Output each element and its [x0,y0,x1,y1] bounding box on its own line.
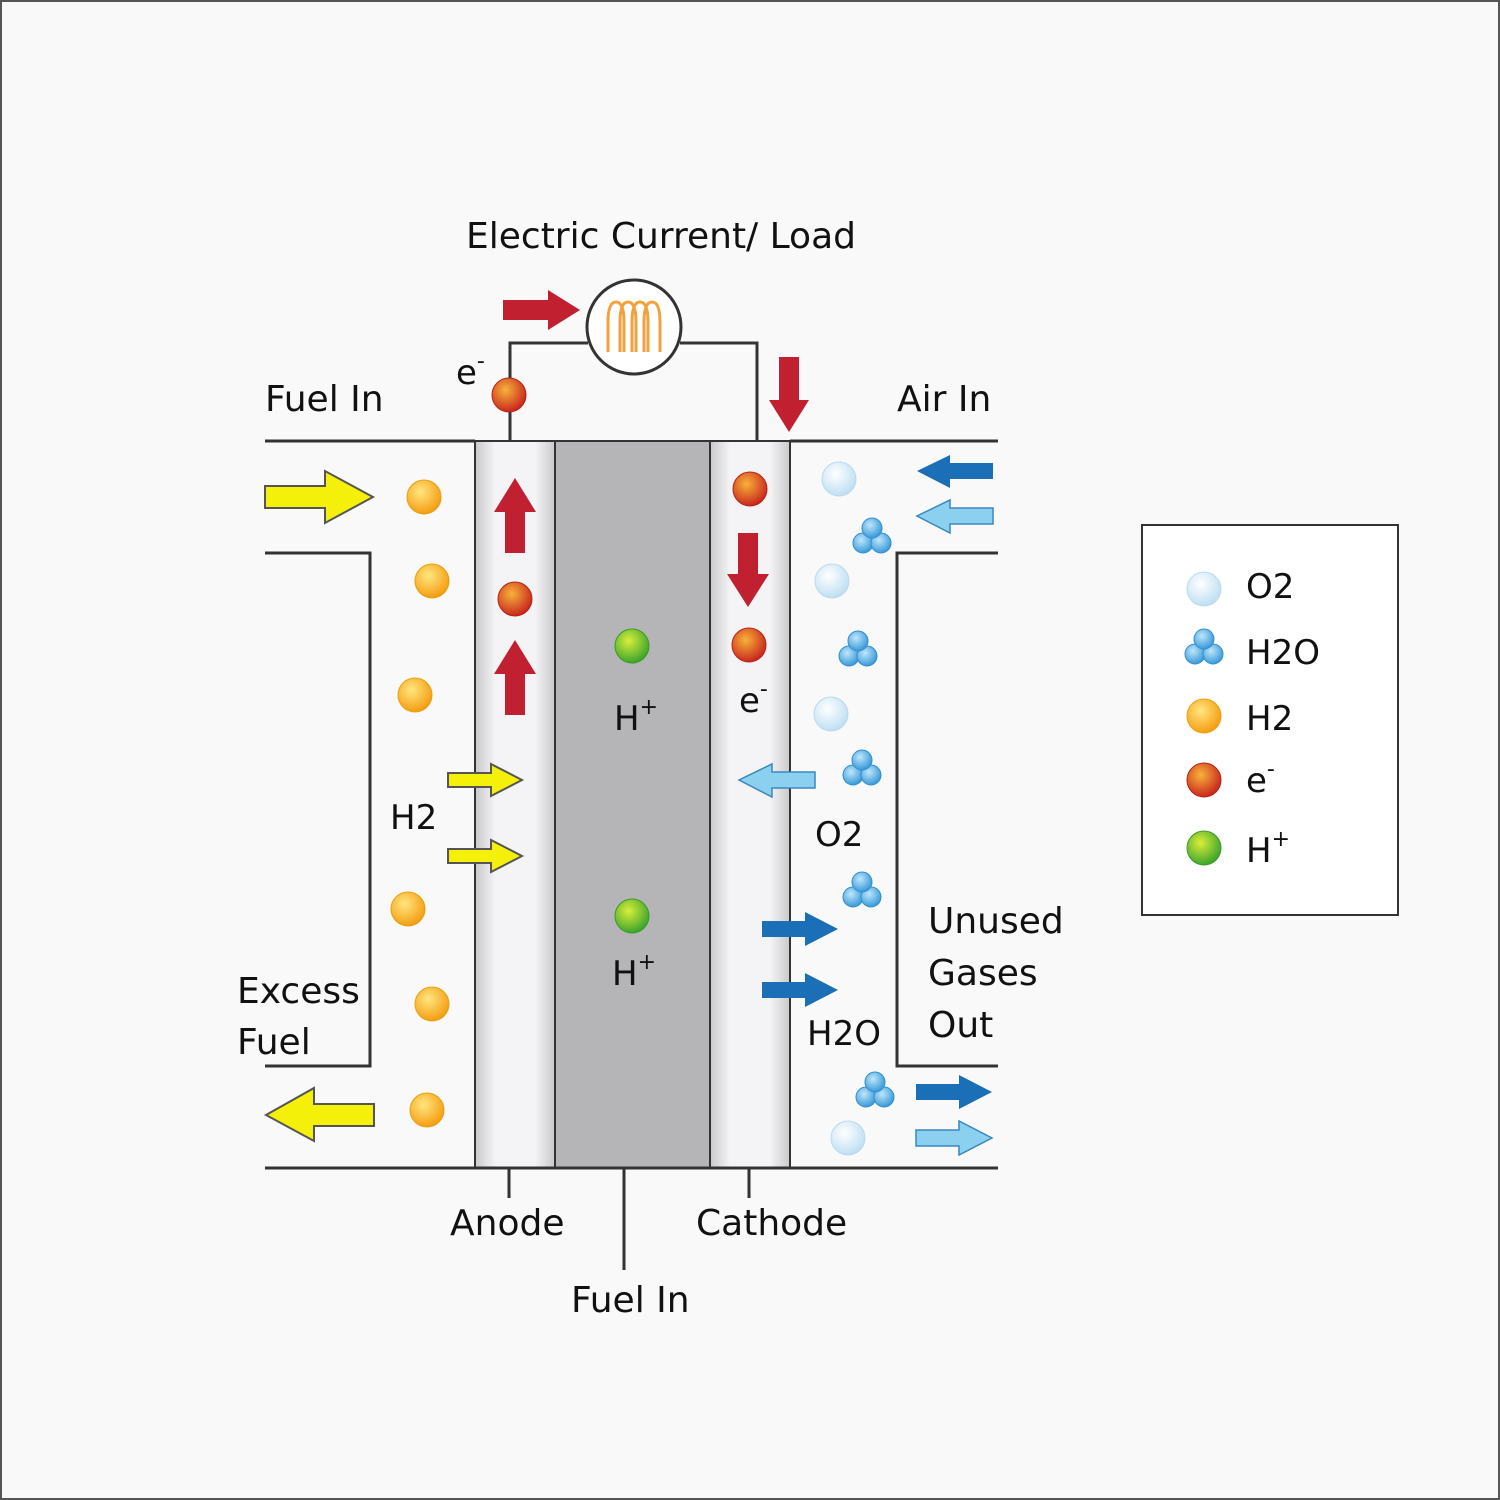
cathode-label: Cathode [696,1203,847,1244]
electron-icon [1186,762,1222,798]
arrow-left-icon [737,762,816,799]
arrow-up-icon [494,478,536,553]
channel-walls [265,439,998,1170]
h2-molecule-icon [414,986,450,1022]
fuel-flow-arrows [263,469,525,1143]
arrow-right-icon [916,1075,992,1109]
o2-molecule-icon [821,461,857,497]
arrow-down-icon [769,357,809,432]
arrow-left-icon [915,498,994,535]
fuel-in-bottom-label: Fuel In [571,1280,690,1321]
h2-molecule-icon [414,563,450,599]
h2-molecule-icon [406,479,442,515]
h2-molecules [390,479,450,1128]
h2o-label: H2O [807,1014,881,1054]
o2-molecule-icon [813,696,849,732]
electron-icon [491,377,527,413]
protons [614,628,650,934]
legend-o2-label: O2 [1246,567,1294,607]
legend-h2o-label: H2O [1246,633,1320,673]
h2-molecule-icon [397,677,433,713]
electrons [491,377,768,663]
legend-h2-label: H2 [1246,699,1293,739]
arrow-right-icon [762,912,838,946]
h2-molecule-icon [1186,698,1222,734]
electron-mid-label: e- [739,677,768,721]
fuel-in-top-label: Fuel In [265,379,384,420]
h2-label: H2 [390,798,437,838]
proton-label-2: H+ [612,950,656,994]
legend-proton-label: H+ [1246,827,1290,871]
h2-molecule-icon [409,1092,445,1128]
leader-lines [507,1168,751,1270]
arrow-right-icon [762,973,838,1007]
o2-molecule-icon [830,1120,866,1156]
arrow-left-icon [917,455,993,488]
air-flow-arrows [737,455,994,1157]
arrow-left-icon [263,1086,375,1143]
electron-icon [497,581,533,617]
arrow-down-icon [727,533,769,607]
arrow-right-icon [447,762,525,798]
arrow-right-icon [915,1119,994,1157]
anode-label: Anode [450,1203,564,1244]
unused-gases-label-line3: Out [928,1005,993,1046]
legend: O2 H2O H2 e- H+ [1141,524,1399,916]
o2-molecule-icon [1186,571,1222,607]
air-in-label: Air In [897,379,991,420]
unused-gases-label-line1: Unused [928,901,1064,942]
electrolyte [554,440,711,1169]
arrow-right-icon [503,290,580,330]
load-bulb-icon [585,278,683,376]
electron-icon [731,627,767,663]
h2-molecule-icon [390,891,426,927]
diagram-title: Electric Current/ Load [466,216,856,257]
electron-top-label: e- [456,349,485,393]
o2-molecules [813,461,866,1156]
arrow-up-icon [494,640,536,715]
legend-box [1141,524,1399,916]
arrow-right-icon [447,838,525,874]
arrow-right-icon [264,469,376,525]
o2-molecule-icon [814,563,850,599]
proton-icon [1186,830,1222,866]
proton-label-1: H+ [614,695,658,739]
excess-fuel-label-line2: Fuel [237,1022,311,1063]
electron-flow-arrows [494,290,809,715]
unused-gases-label-line2: Gases [928,953,1038,994]
electron-icon [732,471,768,507]
proton-icon [614,898,650,934]
legend-electron-label: e- [1246,757,1275,801]
o2-label: O2 [815,815,863,855]
excess-fuel-label-line1: Excess [237,971,360,1012]
anode-electrode [474,440,556,1169]
proton-icon [614,628,650,664]
